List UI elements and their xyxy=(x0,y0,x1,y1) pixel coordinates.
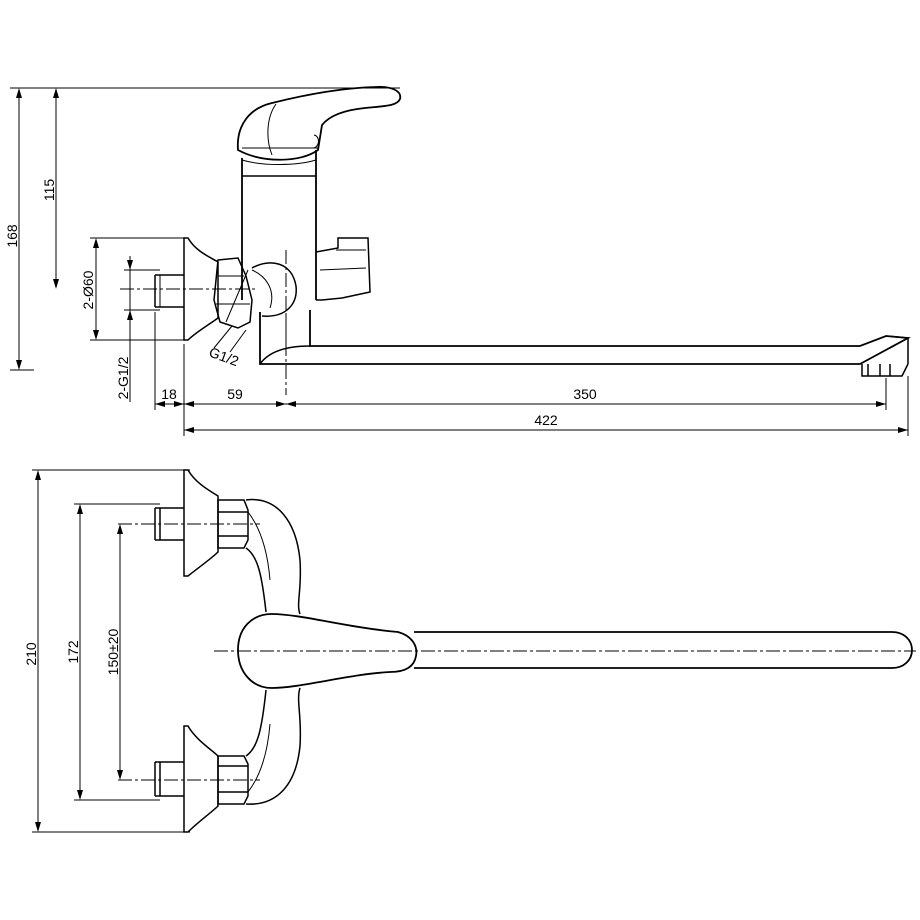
dim-overall-height: 168 xyxy=(4,87,400,371)
valve-body xyxy=(241,150,317,300)
eccentric-arm-lower-inner xyxy=(247,723,271,793)
eccentric-body xyxy=(251,262,297,317)
label-overall-height: 168 xyxy=(4,224,20,248)
label-overall-width: 210 xyxy=(23,642,39,666)
label-inlet-thread: 2-G1/2 xyxy=(115,356,131,399)
spout-curve xyxy=(259,345,311,365)
diverter-detail xyxy=(319,249,367,271)
top-inlet-upper xyxy=(154,507,184,541)
nut-diagonal xyxy=(225,269,249,323)
spout-tip xyxy=(885,335,909,364)
eccentric-arm-lower xyxy=(245,687,302,805)
dim-outlet-thread: G1/2 xyxy=(207,325,247,369)
inlet-pipe xyxy=(154,274,184,308)
label-handle-height: 115 xyxy=(41,179,57,202)
label-total-length: 422 xyxy=(534,412,558,428)
eccentric-arm-upper xyxy=(245,498,302,615)
dim-inlet-thread: 2-G1/2 xyxy=(115,256,160,402)
label-centers-range: 150±20 xyxy=(105,628,121,675)
diverter-lever xyxy=(315,237,371,301)
handle-lever xyxy=(237,86,402,161)
dim-diameter: 2-Ø60 xyxy=(80,237,186,341)
eccentric-arm-upper-inner xyxy=(247,511,271,581)
top-wall-flange-lower xyxy=(183,725,219,833)
eccentric-curve xyxy=(251,269,273,309)
label-flange-spacing: 172 xyxy=(65,640,81,664)
body-collar-top xyxy=(241,159,317,165)
dim-row-top: 18 59 350 xyxy=(154,312,887,436)
top-handle xyxy=(237,613,418,689)
label-wall-offset: 18 xyxy=(161,386,177,402)
side-view: 168 115 2-Ø60 2-G1/2 xyxy=(4,86,912,436)
top-view: 210 172 150±20 xyxy=(23,469,916,833)
dim-overall-width: 210 xyxy=(23,469,190,833)
handle-inner xyxy=(267,103,277,156)
top-spout xyxy=(414,631,913,669)
aerator xyxy=(861,363,909,377)
top-inlet-lower xyxy=(154,761,184,797)
top-nut-lower xyxy=(217,755,249,805)
dim-centers-range: 150±20 xyxy=(105,524,123,780)
label-spout-reach: 350 xyxy=(573,386,597,402)
coupling-nut xyxy=(213,257,253,329)
dim-total-length: 422 xyxy=(184,376,909,436)
handle-pin xyxy=(313,134,319,149)
label-body-offset: 59 xyxy=(227,386,243,402)
label-diameter: 2-Ø60 xyxy=(80,270,96,309)
spout xyxy=(259,310,912,365)
top-wall-flange-upper xyxy=(183,469,219,577)
dim-flange-spacing: 172 xyxy=(65,503,160,801)
top-nut-upper xyxy=(217,499,249,549)
dim-handle-height: 115 xyxy=(41,88,59,289)
wall-flange xyxy=(183,237,219,341)
label-outlet-thread: G1/2 xyxy=(207,344,241,369)
